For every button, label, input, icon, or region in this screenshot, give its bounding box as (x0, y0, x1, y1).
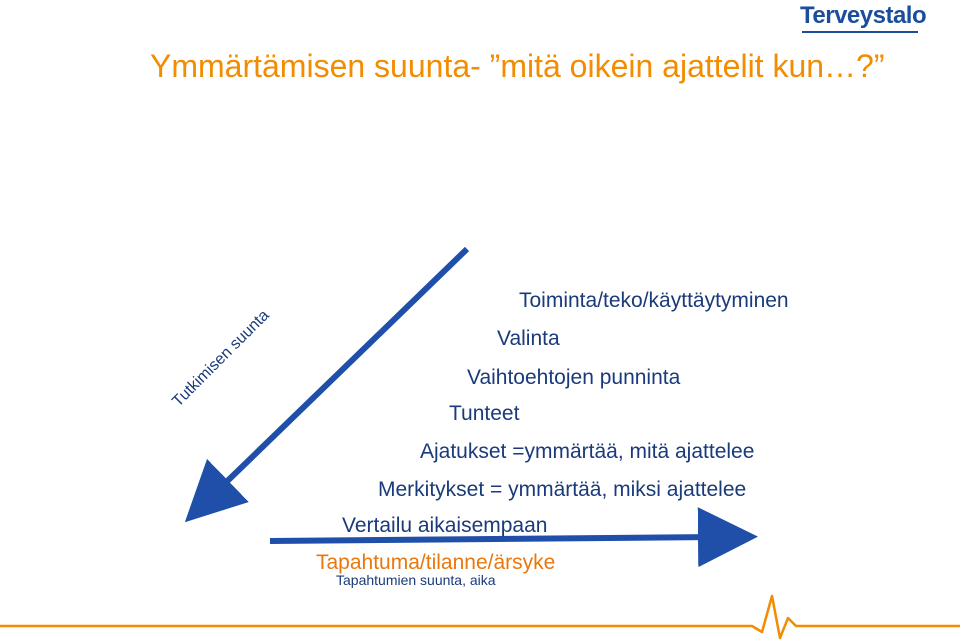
step-thoughts: Ajatukset =ymmärtää, mitä ajattelee (420, 440, 755, 463)
terveystalo-logo: Terveystalo (800, 2, 927, 29)
step-feelings: Tunteet (449, 402, 520, 425)
step-weighing: Vaihtoehtojen punninta (467, 366, 681, 389)
heartbeat-line (0, 594, 960, 640)
step-event: Tapahtuma/tilanne/ärsyke (316, 551, 556, 574)
events-direction-label: Tapahtumien suunta, aika (336, 572, 496, 588)
research-direction-arrow (184, 246, 470, 523)
step-meanings: Merkitykset = ymmärtää, miksi ajattelee (378, 478, 747, 501)
events-direction-arrow (269, 507, 758, 568)
slide-title: Ymmärtämisen suunta- ”mitä oikein ajatte… (150, 48, 885, 84)
logo-underline (802, 31, 918, 33)
step-comparison: Vertailu aikaisempaan (342, 514, 548, 537)
step-action: Toiminta/teko/käyttäytyminen (519, 289, 789, 312)
step-choice: Valinta (497, 327, 560, 350)
